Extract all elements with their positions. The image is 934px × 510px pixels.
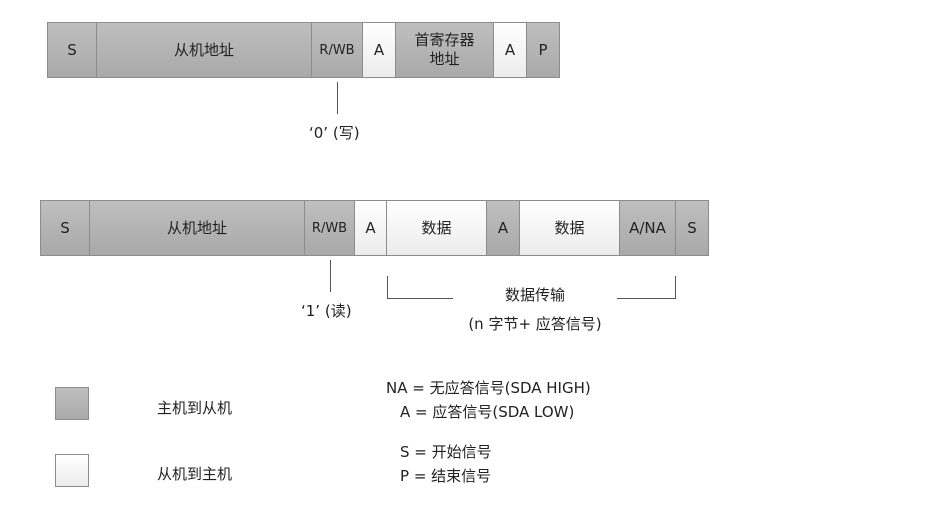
rw-bit-cell: R/WB (311, 22, 363, 78)
a-definition: A = 应答信号(SDA LOW) (400, 403, 575, 421)
data-cell: 数据 (519, 200, 620, 256)
transfer-bracket-left (387, 276, 388, 298)
transfer-bracket-right-arm (617, 298, 676, 299)
data-cell: 数据 (386, 200, 487, 256)
slave-to-master-swatch (55, 454, 89, 487)
rw-pointer-line (337, 82, 338, 114)
ack-cell: A (354, 200, 387, 256)
ack-cell: A (493, 22, 527, 78)
start-cell: S (40, 200, 90, 256)
slave-address-cell: 从机地址 (89, 200, 305, 256)
master-to-slave-label: 主机到从机 (157, 399, 233, 417)
transfer-bracket-right (675, 276, 676, 298)
stop-cell: P (526, 22, 560, 78)
rw-pointer-line (330, 260, 331, 292)
p-definition: P = 结束信号 (400, 467, 492, 485)
ack-nack-cell: A/NA (619, 200, 676, 256)
transfer-bracket-left-arm (387, 298, 453, 299)
first-register-address-cell: 首寄存器 地址 (395, 22, 494, 78)
read-annotation: ‘1’ (读) (301, 302, 352, 320)
transfer-sublabel: (n 字节+ 应答信号) (468, 315, 602, 333)
start-cell: S (47, 22, 97, 78)
ack-cell: A (362, 22, 396, 78)
slave-address-cell: 从机地址 (96, 22, 312, 78)
slave-to-master-label: 从机到主机 (157, 465, 233, 483)
transfer-label: 数据传输 (504, 286, 565, 304)
master-to-slave-swatch (55, 387, 89, 420)
ack-cell: A (486, 200, 520, 256)
s-definition: S = 开始信号 (400, 443, 492, 461)
na-definition: NA = 无应答信号(SDA HIGH) (386, 379, 591, 397)
write-annotation: ‘0’ (写) (309, 124, 360, 142)
rw-bit-cell: R/WB (304, 200, 355, 256)
stop-cell: S (675, 200, 709, 256)
